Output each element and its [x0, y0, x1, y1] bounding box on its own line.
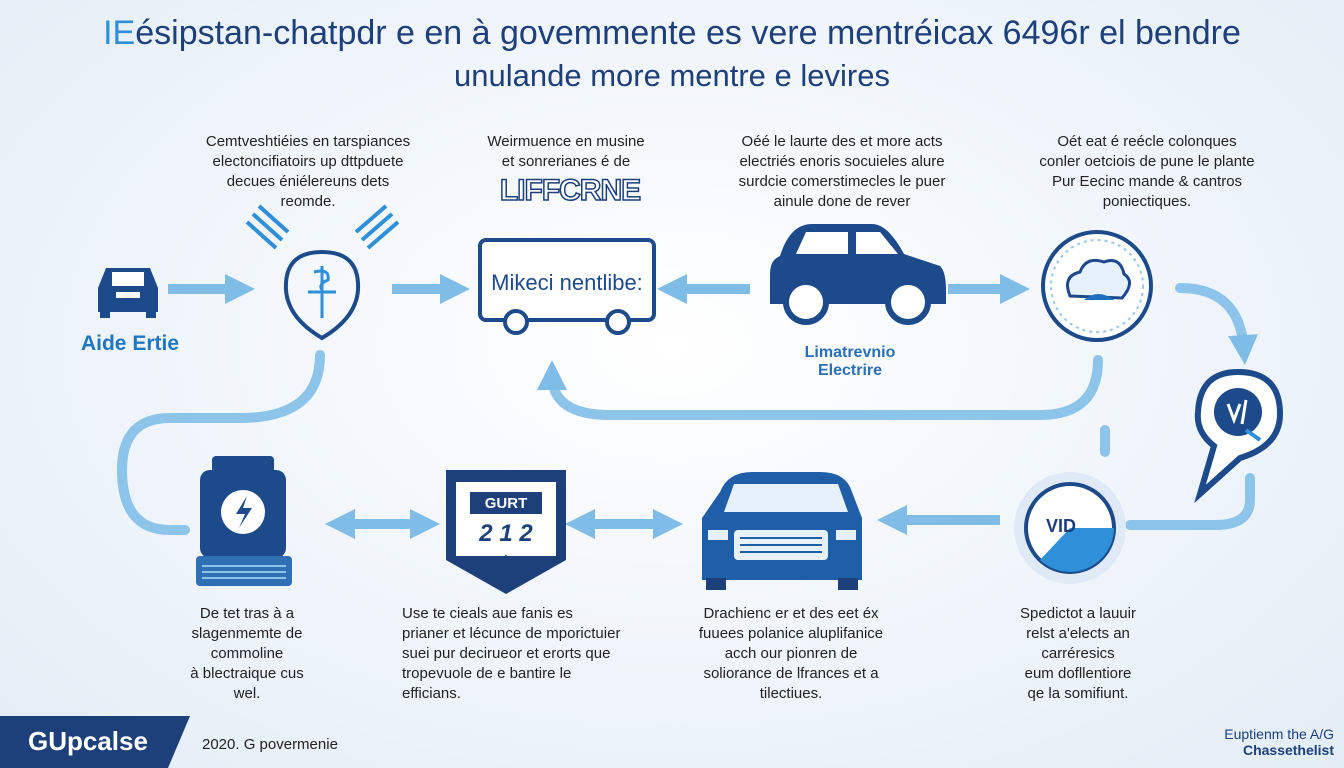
car-front-icon	[702, 472, 862, 590]
gauge-value: 2 1 2	[479, 520, 533, 547]
cloud-circle-icon	[1041, 230, 1153, 342]
car-label: Aide Ertie	[80, 332, 180, 355]
plug-shield-icon	[245, 204, 400, 341]
map-pin-icon	[1194, 368, 1284, 504]
bus-label: Mikeci nentlibe:	[491, 270, 643, 295]
footer-brand: GUpcalse	[28, 726, 148, 756]
footer-year: 2020. G povermenie	[202, 736, 338, 753]
bottom-arrows	[325, 505, 1000, 539]
electric-car-icon	[770, 224, 946, 325]
small-car-icon	[98, 268, 158, 318]
page-subtitle: unulande more mentre e levires	[454, 58, 890, 93]
page-title: IEésipstan-chatpdr e en à govemmente es …	[103, 14, 1241, 52]
gauge-shield-icon	[446, 470, 566, 594]
brand-wordmark: LIFFCRNE	[499, 173, 642, 208]
vid-badge-icon	[1014, 472, 1126, 584]
gauge-top-label: GURT	[484, 495, 528, 512]
connector-paths	[116, 283, 1258, 535]
footer-brand-bg	[0, 716, 190, 768]
vid-label: VID	[1045, 516, 1076, 536]
charging-station-icon	[196, 456, 292, 586]
bus-icon	[478, 238, 656, 335]
